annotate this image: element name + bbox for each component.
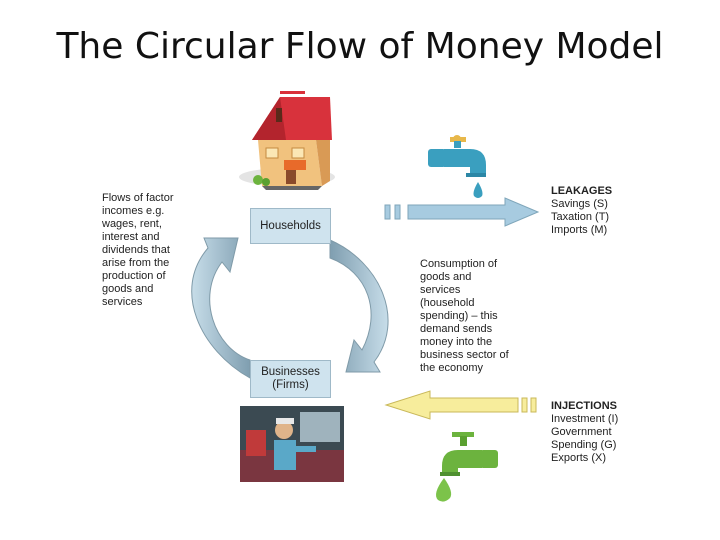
factor-income-line: Flows of factor	[102, 192, 174, 204]
factor-income-line: services	[102, 296, 143, 308]
leakage-item: Savings (S)	[551, 198, 608, 210]
leakages-heading: LEAKAGES	[551, 185, 613, 197]
leakages-arrow	[384, 197, 540, 227]
consumption-line: the economy	[420, 362, 483, 374]
leakage-item: Imports (M)	[551, 224, 608, 236]
factor-income-line: incomes e.g.	[102, 205, 165, 217]
factor-income-line: wages, rent,	[102, 218, 162, 230]
page-title: The Circular Flow of Money Model	[56, 26, 664, 67]
consumption-line: business sector of	[420, 349, 509, 361]
consumption-line: Consumption of	[420, 258, 498, 270]
households-box: Households	[250, 208, 331, 244]
businesses-label: Businesses	[261, 366, 320, 378]
businesses-box: Businesses (Firms)	[250, 360, 331, 398]
factor-income-arrow	[191, 237, 251, 379]
mechanic-photo	[240, 406, 344, 482]
blue-tap-icon	[428, 135, 486, 198]
injection-item: Government	[551, 426, 612, 438]
green-tap-icon	[436, 432, 498, 502]
house-icon	[239, 91, 335, 190]
injection-item: Investment (I)	[551, 413, 619, 425]
injections-list: INJECTIONS Investment (I) Government Spe…	[551, 400, 618, 465]
leakages-list: LEAKAGES Savings (S) Taxation (T) Import…	[551, 185, 612, 237]
injection-item: Spending (G)	[551, 439, 617, 451]
factor-income-line: production of	[102, 270, 166, 282]
leakage-item: Taxation (T)	[551, 211, 610, 223]
factor-income-line: goods and	[102, 283, 154, 295]
consumption-line: demand sends	[420, 323, 493, 335]
consumption-description: Consumption of goods and services (house…	[420, 258, 509, 375]
injections-arrow	[384, 390, 537, 420]
factor-income-description: Flows of factor incomes e.g. wages, rent…	[102, 192, 174, 309]
injection-item: Exports (X)	[551, 452, 607, 464]
consumption-line: spending) – this	[420, 310, 498, 322]
consumption-arrow	[329, 239, 389, 373]
businesses-sublabel: (Firms)	[272, 379, 309, 391]
factor-income-line: interest and	[102, 231, 160, 243]
consumption-line: (household	[420, 297, 475, 309]
injections-heading: INJECTIONS	[551, 400, 618, 412]
consumption-line: goods and	[420, 271, 472, 283]
consumption-line: money into the	[420, 336, 493, 348]
households-label: Households	[260, 219, 321, 232]
factor-income-line: arise from the	[102, 257, 170, 269]
factor-income-line: dividends that	[102, 244, 170, 256]
consumption-line: services	[420, 284, 461, 296]
